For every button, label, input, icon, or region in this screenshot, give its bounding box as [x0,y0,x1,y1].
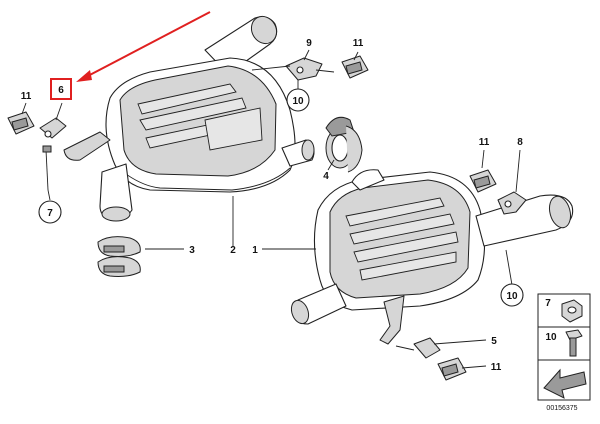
callout-10-label: 10 [292,96,304,107]
leader-lines [21,49,521,369]
legend-10-label: 10 [545,332,557,343]
callout-8-label[interactable]: 8 [517,137,523,148]
callout-7-circle[interactable]: 7 [38,200,62,224]
callout-9-label[interactable]: 9 [306,38,312,49]
callout-11-label[interactable]: 11 [479,137,490,148]
callout-10-circle-right[interactable]: 10 [500,283,524,307]
hanger-clip-part-11-bottom [437,357,467,381]
callout-11-label[interactable]: 11 [353,38,364,49]
clamp-part-4 [325,116,363,173]
callout-4-label[interactable]: 4 [323,171,329,182]
callout-5-label[interactable]: 5 [491,336,497,347]
front-muffler-part-1 [290,169,574,345]
callout-1-label[interactable]: 1 [252,245,258,256]
bolt-part-7-left [42,145,52,191]
callout-6[interactable]: 6 [50,78,72,100]
hanger-clip-part-11-left [7,111,35,135]
nut-icon [561,299,583,323]
callout-10-label: 10 [506,291,518,302]
bracket-part-5 [395,337,441,359]
callout-6-label: 6 [58,85,64,96]
bracket-part-9 [285,57,335,81]
hanger-part-6 [39,117,67,139]
hanger-clip-part-11-top [341,55,369,79]
rear-muffler-part-2 [63,15,315,222]
rubber-mount-part-3 [97,236,141,277]
callout-2-label[interactable]: 2 [230,245,236,256]
hanger-clip-part-11-right [469,169,497,193]
reference-number: 00156375 [546,405,577,412]
direction-arrow-icon [543,368,587,399]
callout-3-label[interactable]: 3 [189,245,195,256]
legend-panel: 7 10 [537,293,591,401]
highlight-arrow [76,11,211,82]
legend-7-label: 7 [545,298,551,309]
callout-11-label[interactable]: 11 [491,362,502,373]
bolt-icon [565,329,583,357]
callout-7-label: 7 [47,208,53,219]
bracket-part-8 [497,191,527,215]
callout-10-circle-top[interactable]: 10 [286,88,310,112]
callout-11-label[interactable]: 11 [21,91,32,102]
